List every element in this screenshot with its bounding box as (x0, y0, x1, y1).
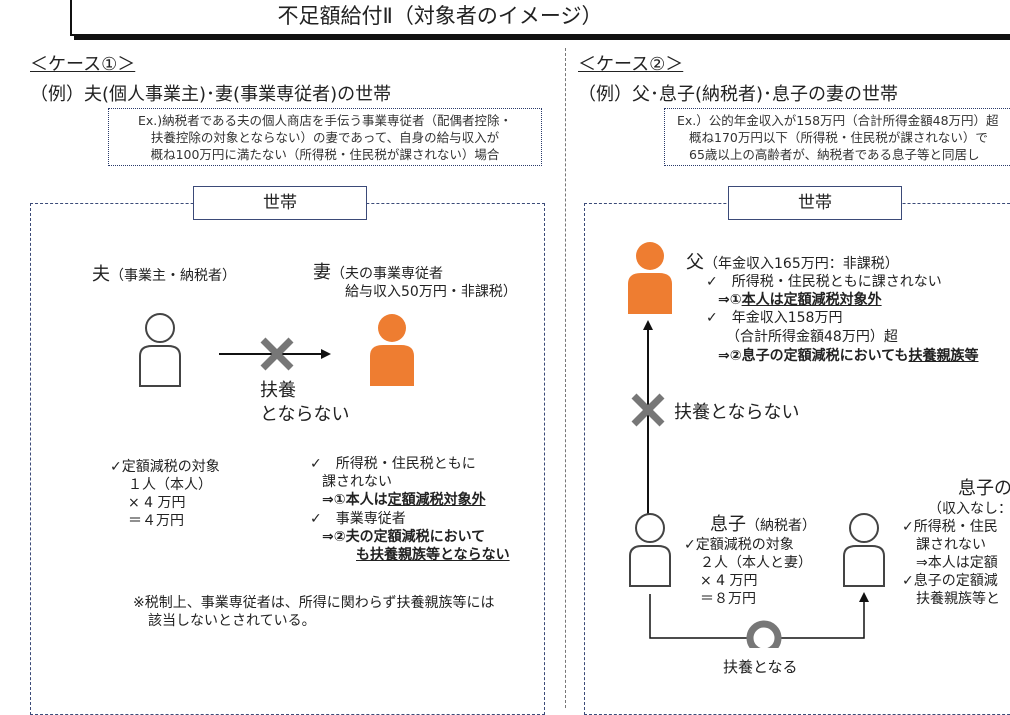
son-calc-line3: × 4 万円 (700, 573, 758, 589)
son-detail: （納税者） (746, 518, 816, 534)
son-wife-line4: ⇒本人は定額 (916, 555, 998, 571)
son-calc-line2: ２人（本人と妻） (700, 555, 812, 571)
wife-result2-prefix: ⇒② (322, 529, 346, 545)
wife-result1: ⇒①本人は定額減税対象外 (322, 489, 486, 509)
father-result2-a: 息子の定額減税においても (741, 348, 909, 364)
son-person-icon (629, 513, 671, 587)
case2-dependent-label: 扶養となる (723, 658, 798, 676)
father-result2-prefix: ⇒② (718, 348, 742, 364)
father-result1-prefix: ⇒① (718, 292, 742, 308)
case2-note-line3: 65歳以上の高齢者が、納税者である息子等と同居し (689, 147, 980, 162)
father-detail: （年金収入165万円：非課税） (704, 256, 899, 272)
wife-result2-b: も扶養親族等とならない (356, 547, 510, 563)
son-wife-name: 息子の (958, 478, 1010, 499)
case2-dependent-connector (649, 592, 869, 648)
wife-label: 妻（夫の事業専従者 (313, 258, 443, 284)
father-label: 父（年金収入165万円：非課税） (686, 248, 899, 274)
husband-label: 夫（事業主・納税者） (92, 260, 236, 286)
case2-note-box: Ex.）公的年金収入が158万円（合計所得金額48万円）超 概ね170万円以下（… (664, 108, 1010, 166)
wife-check1: ✓ 所得税・住民税ともに (310, 456, 476, 472)
husband-detail: （事業主・納税者） (110, 268, 236, 284)
case1-footnote-line1: ※税制上、事業専従者は、所得に関わらず扶養親族等には (133, 595, 495, 611)
wife-result2: ⇒②夫の定額減税において (322, 526, 485, 546)
son-name: 息子 (710, 514, 746, 535)
wife-name: 妻 (313, 262, 331, 283)
case1-note-line3: 概ね100万円に満たない（所得税・住民税が課されない）場合 (150, 147, 500, 162)
case2-no-dependent: 扶養とならない (674, 402, 800, 423)
father-check2: ✓ 年金収入158万円 (706, 310, 843, 326)
father-result1-emph: 本人は定額減税対象外 (741, 292, 882, 308)
case1-no-dependent-line1: 扶養 (260, 380, 296, 401)
case1-note-box: Ex.)納税者である夫の個人商店を手伝う事業専従者（配偶者控除・ 扶養控除の対象… (108, 108, 542, 166)
wife-check1b: 課されない (322, 474, 392, 490)
son-wife-line1: （収入なし： (928, 501, 1010, 517)
case1-household-label: 世帯 (193, 186, 367, 220)
column-divider (565, 48, 566, 708)
husband-calc-line2: １人（本人） (128, 477, 212, 493)
wife-result2-a: 夫の定額減税において (345, 529, 486, 545)
case2-note-line1: Ex.）公的年金収入が158万円（合計所得金額48万円）超 (677, 113, 999, 128)
case1-note-line2: 扶養控除の対象とならない）の妻であって、自身の給与収入が (150, 130, 500, 145)
husband-calc-line3: × 4 万円 (128, 495, 186, 511)
title-frame (70, 0, 1010, 36)
husband-name: 夫 (92, 264, 110, 285)
father-result1: ⇒①本人は定額減税対象外 (718, 289, 882, 309)
case2-label: ＜ケース②＞ (578, 54, 684, 75)
case1-note-line1: Ex.)納税者である夫の個人商店を手伝う事業専従者（配偶者控除・ (137, 113, 513, 128)
case2-example: （例）父･息子(納税者)･息子の妻の世帯 (578, 84, 899, 105)
son-wife-line6: 扶養親族等と (916, 591, 1000, 607)
case1-footnote-line2: 該当しないとされている。 (148, 613, 316, 629)
page-title: 不足額給付Ⅱ（対象者のイメージ） (277, 4, 603, 28)
father-person-icon (628, 242, 672, 314)
wife-detail2: 給与収入50万円・非課税） (345, 284, 517, 300)
father-check1: ✓ 所得税・住民税ともに課されない (706, 274, 942, 290)
father-name: 父 (686, 252, 704, 273)
case1-no-dependent-line2: とならない (260, 404, 350, 425)
case2-household-label: 世帯 (728, 186, 902, 220)
case2-up-arrow-cross (631, 320, 665, 514)
wife-check2: ✓ 事業専従者 (310, 511, 406, 527)
son-calc-line1: ✓定額減税の対象 (684, 537, 794, 553)
husband-person-icon (139, 313, 181, 387)
son-wife-line5: ✓息子の定額減 (902, 573, 998, 589)
father-check2b: （合計所得金額48万円）超 (726, 329, 898, 345)
son-wife-line2: ✓所得税・住民 (902, 519, 998, 535)
father-result2: ⇒②息子の定額減税においても扶養親族等 (718, 345, 978, 365)
case1-label: ＜ケース①＞ (30, 54, 136, 75)
wife-result1-prefix: ⇒①本人は (322, 492, 388, 508)
case1-example: （例）夫(個人事業主)･妻(事業専従者)の世帯 (30, 84, 392, 105)
son-label: 息子（納税者） (710, 510, 816, 536)
father-result2-b: 扶養親族等 (908, 348, 979, 364)
son-wife-person-icon (843, 513, 885, 587)
wife-detail1: （夫の事業専従者 (331, 266, 443, 282)
wife-result1-emph: 定額減税対象外 (387, 492, 486, 508)
husband-calc-line1: ✓定額減税の対象 (110, 459, 220, 475)
husband-calc-line4: ＝４万円 (128, 513, 184, 529)
wife-person-icon (370, 314, 414, 386)
case2-note-line2: 概ね170万円以下（所得税・住民税が課されない）で (689, 130, 988, 145)
son-calc-line4: ＝８万円 (700, 591, 756, 607)
case1-arrow-cross (219, 337, 331, 371)
son-wife-line3: 課されない (916, 537, 986, 553)
